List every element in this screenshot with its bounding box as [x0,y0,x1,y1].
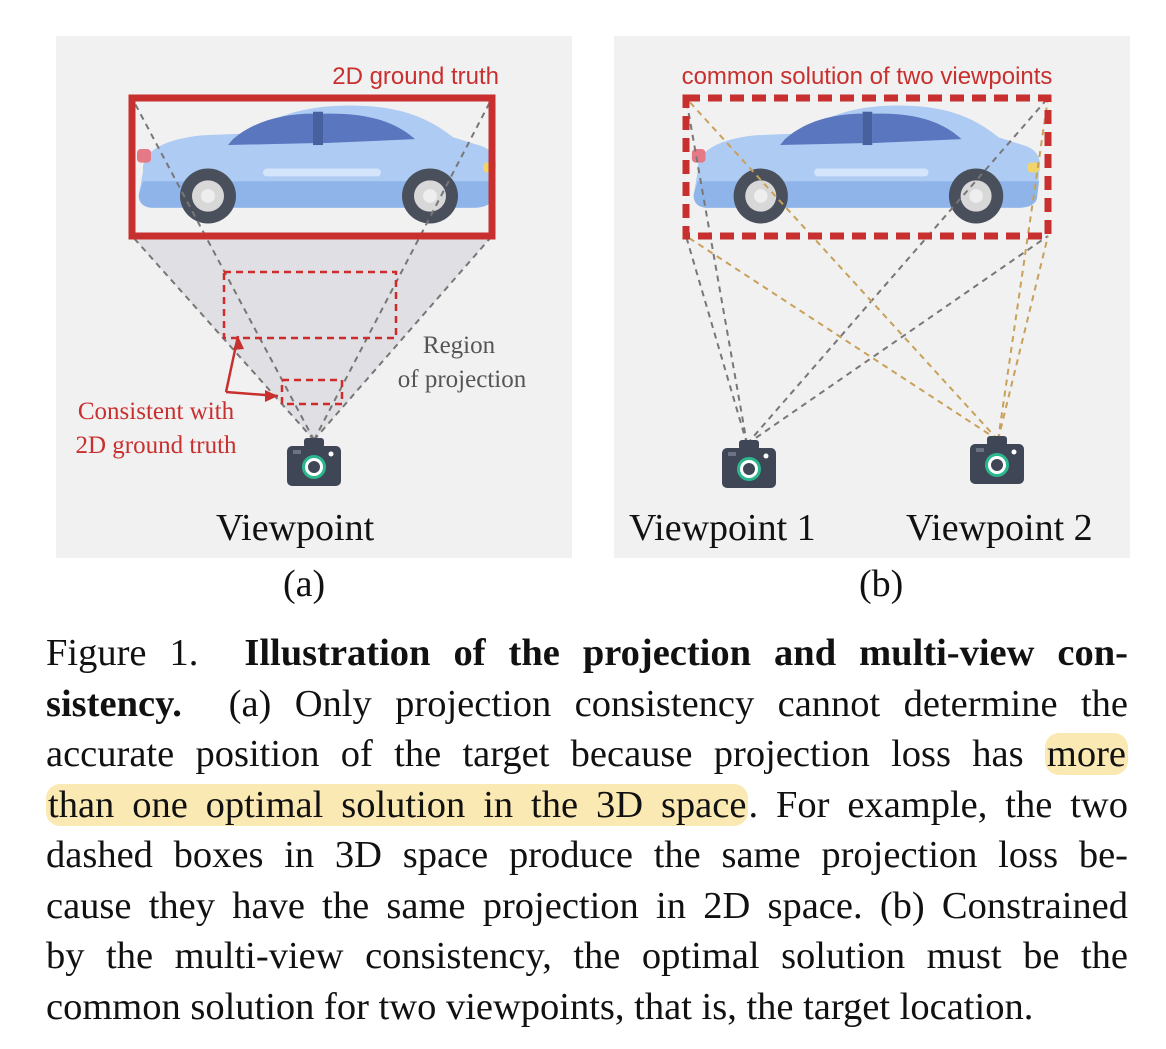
common-solution-label: common solution of two viewpoints [682,63,1053,90]
subfigure-label-b: (b) [859,563,904,605]
consistent-label-2: 2D ground truth [75,432,237,459]
caption-text: . For example, the two [748,783,1128,826]
caption-highlight: more [1044,733,1128,775]
viewpoint-label: Viewpoint [216,507,375,549]
region-label-1: Region [423,332,496,359]
projection-region [132,236,492,440]
panel-a-figure: 2D ground truth Region of projection Con… [75,63,527,486]
viewpoint1-label: Viewpoint 1 [629,507,816,549]
dashed-box-small [280,378,344,406]
figure-number: Figure 1. [46,632,199,674]
car-icon [137,105,496,224]
viewpoint2-rays [685,97,1049,441]
subfigure-label-a: (a) [283,563,326,605]
car-icon [691,105,1040,224]
panel-a: 2D ground truth Region of projection Con… [56,36,572,558]
consistent-label-1: Consistent with [78,398,235,425]
caption-line-2: sistency. (a) Only projection consistenc… [46,679,1128,730]
caption-line-7: by the multi-view consistency, the optim… [46,935,1128,977]
panel-b-figure: common solution of two viewpoints [682,63,1053,488]
caption-line-3: accurate position of the target because … [46,729,1128,780]
viewpoint1-rays [685,97,1049,445]
caption-text: accurate position of the target because … [46,733,1024,775]
figure-caption: Figure 1. Illustration of the projection… [46,628,1128,1032]
camera-icon [970,436,1024,484]
camera-icon [287,438,341,486]
consistency-arrows [224,335,279,402]
camera-icon [722,440,776,488]
panel-b: common solution of two viewpoints Viewpo… [614,36,1130,558]
caption-title: Illustration of the projection and multi… [244,632,1128,674]
caption-line-8: common solution for two viewpoints, that… [46,985,1034,1028]
caption-line-1: Figure 1. Illustration of the projection… [46,628,1128,679]
dashed-box-large [222,270,398,340]
viewpoint2-label: Viewpoint 2 [906,507,1093,549]
caption-line-5: dashed boxes in 3D space produce the sam… [46,834,1128,876]
caption-highlight: than one optimal solution in the 3D spac… [46,783,749,826]
caption-title-end: sistency. [46,682,182,725]
region-label-2: of projection [398,366,527,393]
common-solution-box [682,94,1052,240]
caption-text: (a) Only projection consistency cannot d… [228,682,1129,725]
ground-truth-label: 2D ground truth [332,63,499,90]
caption-line-6: cause they have the same projection in 2… [46,884,1128,927]
ground-truth-box [128,94,496,240]
caption-line-4: than one optimal solution in the 3D spac… [46,780,1128,831]
